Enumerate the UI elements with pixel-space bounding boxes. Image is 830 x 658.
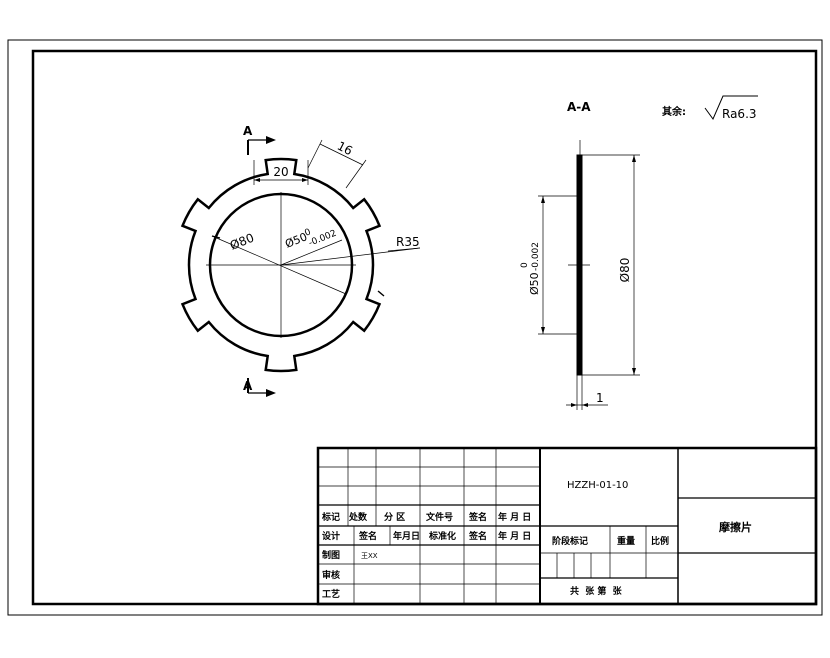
friction-plate-outline	[180, 157, 382, 373]
thk-arrow-right	[582, 403, 588, 407]
std-date: 年 月 日	[498, 530, 531, 542]
dia80-arrow	[211, 235, 221, 239]
section-outer-diameter: Ø80	[618, 258, 632, 283]
cut-arrow-head-bottom	[266, 389, 276, 397]
dim16-ext-2	[345, 159, 367, 189]
section-bore-tol-upper: 0	[520, 262, 530, 268]
title-block-text: HZZH-01-10 摩擦片 标记 处数 分 区 文件号 签名 年 月 日 设计…	[321, 480, 752, 600]
dim-outer-diameter: Ø80	[228, 231, 256, 253]
section-view: A-A Ø80 Ø50 0 -0.002 1	[520, 100, 640, 410]
roughness-symbol	[704, 95, 758, 121]
roughness-note: 其余: Ra6.3	[662, 95, 758, 121]
drawing-number: HZZH-01-10	[567, 480, 628, 491]
section-title: A-A	[567, 100, 591, 114]
rev-col-mark: 标记	[321, 511, 340, 523]
roughness-value: Ra6.3	[722, 107, 757, 121]
section-thickness: 1	[596, 391, 604, 405]
dia80-dim-arrow-top	[632, 155, 636, 162]
design-sign: 签名	[358, 530, 377, 542]
rev-col-sign: 签名	[468, 511, 487, 523]
roughness-label: 其余:	[662, 105, 686, 118]
process-label: 工艺	[322, 588, 340, 600]
cut-arrow-head-top	[266, 136, 276, 144]
section-bore-diameter: Ø50	[528, 272, 541, 295]
rev-col-date: 年 月 日	[498, 511, 531, 523]
rev-col-zone: 分 区	[384, 511, 405, 523]
sheet-count: 共 张 第 张	[570, 585, 623, 597]
section-marker-top: A	[243, 124, 276, 155]
outer-border	[7, 39, 823, 616]
standardization-label: 标准化	[428, 530, 456, 542]
weight-label: 重量	[617, 535, 635, 547]
rev-col-count: 处数	[348, 511, 368, 523]
part-name: 摩擦片	[719, 520, 752, 534]
dim16-ext-1	[307, 139, 323, 169]
r35-shelf	[387, 247, 421, 252]
section-bore-tol-lower: -0.002	[531, 242, 541, 271]
dim-bore-tol-lower: -0.002	[307, 229, 338, 249]
section-letter-top: A	[243, 124, 253, 138]
front-view: 20 16 Ø80 Ø50 0 -0.002 R35 A A	[180, 124, 421, 397]
title-block	[316, 446, 818, 606]
std-sign: 签名	[468, 530, 487, 542]
review-label: 审核	[322, 569, 340, 581]
dia80-arrow-2	[377, 290, 385, 297]
dim-radius: R35	[396, 235, 420, 249]
inner-frame	[31, 49, 818, 606]
section-letter-bottom: A	[243, 379, 253, 393]
dim-tab-width: 20	[273, 165, 288, 179]
scale-label: 比例	[651, 535, 669, 547]
dia50-dim-arrow-bottom	[541, 327, 545, 334]
thk-arrow-left	[571, 403, 577, 407]
dim20-arrow-left	[254, 178, 260, 182]
design-label: 设计	[322, 530, 340, 542]
dim-tab-offset: 16	[335, 139, 355, 158]
dia80-dim-arrow-bottom	[632, 368, 636, 375]
dim20-arrow-right	[302, 178, 308, 182]
design-date: 年月日	[393, 530, 420, 542]
dim16-line	[319, 143, 364, 166]
r35-leader	[280, 247, 421, 266]
dia50-dim-arrow-top	[541, 196, 545, 203]
section-marker-bottom: A	[243, 378, 276, 397]
dim-bore-tol-upper: 0	[303, 227, 312, 239]
draw-label: 制图	[322, 549, 340, 561]
dia80-leader	[211, 235, 347, 295]
stage-mark-label: 阶段标记	[552, 535, 588, 547]
dia50-leader	[280, 239, 343, 266]
rev-col-docno: 文件号	[425, 511, 453, 523]
drafter-name: 王XX	[361, 552, 378, 560]
